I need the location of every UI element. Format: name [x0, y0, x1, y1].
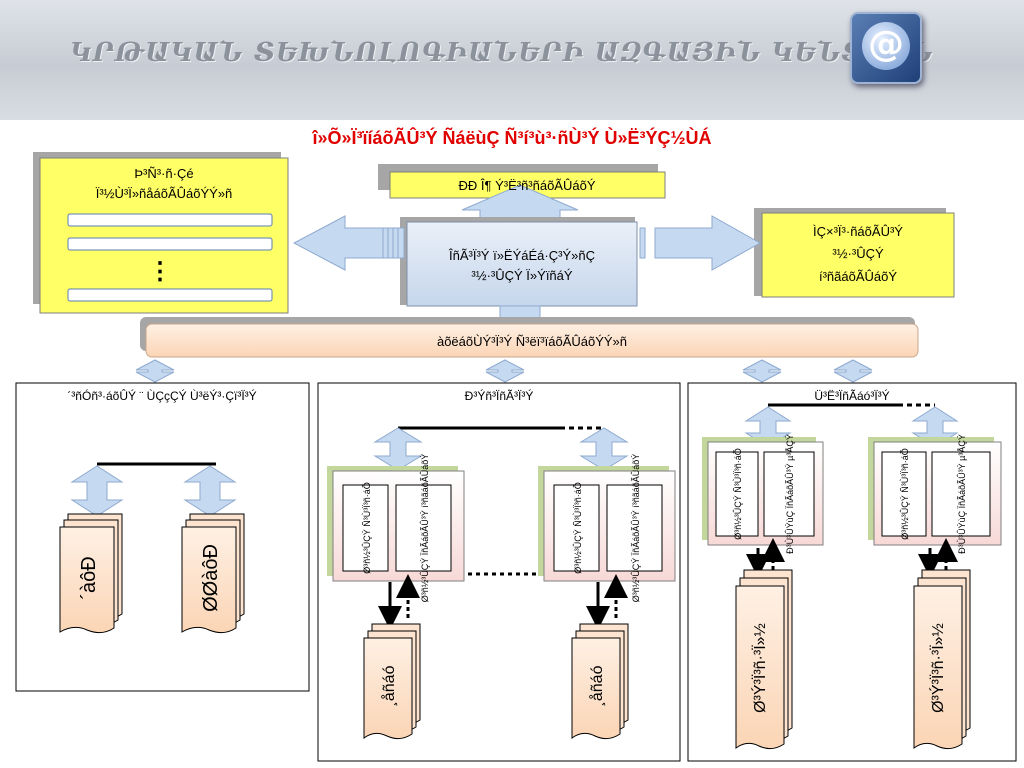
center-top-label: ÐÐ Î¶ Ý³Ë³ñ³ñáõÃÛáõÝ [458, 178, 595, 193]
doc-stack-bouh [59, 513, 123, 634]
double-arrow-middle [485, 359, 525, 383]
double-arrow-right-1 [742, 359, 782, 383]
page-title: î»Õ»Ï³ïíáõÃÛ³Ý ÑáëùÇ Ñ³í³ù³·ñÙ³Ý Ù»Ë³ÝÇ½… [312, 128, 712, 148]
right-doc-1-label: Ø³Ý³Ï³ñ·³Ï»½ [750, 623, 769, 713]
input-line-3 [67, 288, 273, 302]
left-doc-1-label: ´àôÐ [78, 556, 100, 599]
bar-label: àõëáõÙÝ³Ï³Ý Ñ³ëï³ïáõÃÛáõÝÝ»ñ [437, 334, 627, 349]
mid-group1-sub2 [395, 484, 452, 572]
right-g2-sub1-label: Ø³ñ½³ÛÇÝ Ñ³Ù³Ï³ñ·áÕ [900, 448, 910, 540]
right-arrow [654, 215, 762, 271]
right-group2-sub2 [931, 451, 991, 537]
right-group1-sub1 [715, 451, 759, 537]
center-box [406, 221, 638, 307]
mid-g1-sub2-label: Ø³ñ½³ÛÇÝ ÏñÃáõÃÛ³Ý í³ñãáõÃÛáõÝ [420, 454, 430, 603]
left-box-line1: Þ³Ñ³·ñ·Çé [134, 166, 193, 181]
doc-stack-right-1 [735, 569, 793, 750]
mid-g2-sub2-label: Ø³ñ½³ÛÇÝ ÏñÃáõÃÛ³Ý í³ñãáõÃÛáõÝ [631, 454, 641, 603]
right-group1-sub2 [763, 451, 815, 537]
left-doc-2-label: ØØàôÐ [200, 544, 222, 612]
right-group2-sub1 [881, 451, 927, 537]
mid-doc-2-label: ¸åñáó [588, 665, 606, 706]
banner-title: ԿՐԹԱԿԱՆ ՏԵԽՆՈԼՈԳԻԱՆԵՐԻ ԱԶԳԱՅԻՆ ԿԵՆՏՐՈՆ [70, 38, 934, 68]
center-box-line1: ÎñÃ³Ï³Ý ï»ËÝáÉá·Ç³Ý»ñÇ [448, 248, 595, 263]
mid-group1-sub1 [342, 484, 389, 572]
mid-group2-sub1 [553, 484, 600, 572]
mid-g2-sub1-label: Ø³ñ½³ÛÇÝ Ñ³Ù³Ï³ñ·áÕ [573, 482, 583, 574]
right-g2-sub2-label: Ð³Ù³ÛÝùÇ ÏñÃáõÃÛ³Ý µ³ÅÇÝ [957, 434, 967, 554]
right-box-line2: ³½·³ÛÇÝ [832, 246, 884, 261]
doc-stack-mmouh [181, 513, 245, 634]
double-arrow-right-2 [833, 359, 873, 383]
doc-stack-mid-1 [363, 623, 421, 740]
input-line-2 [67, 237, 273, 251]
left-box-dots: ⋮ [148, 258, 172, 285]
right-arrow-bar-1 [639, 227, 646, 259]
right-panel-title: Ü³Ë³ÏñÃáó³Ï³Ý [814, 388, 889, 403]
right-box-line3: í³ñãáõÃÛáõÝ [819, 269, 897, 284]
mid-doc-1-label: ¸åñáó [380, 665, 398, 706]
doc-stack-mid-2 [571, 623, 629, 740]
mid-g1-sub1-label: Ø³ñ½³ÛÇÝ Ñ³Ù³Ï³ñ·áÕ [362, 482, 372, 574]
input-line-1 [67, 213, 273, 227]
center-box-line2: ³½·³ÛÇÝ Ï»ÝïñáÝ [471, 268, 572, 283]
left-panel-title: ´³ñÓñ³·áõÛÝ ¨ ÙÇçÇÝ Ù³ëÝ³·Çï³Ï³Ý [67, 388, 256, 403]
mid-group2-sub2 [606, 484, 663, 572]
right-g1-sub2-label: Ð³Ù³ÛÝùÇ ÏñÃáõÃÛ³Ý µ³ÅÇÝ [785, 434, 795, 554]
right-doc-2-label: Ø³Ý³Ï³ñ·³Ï»½ [928, 623, 947, 713]
central-bar [145, 323, 919, 358]
at-sign-icon: @ [850, 12, 922, 84]
right-g1-sub1-label: Ø³ñ½³ÛÇÝ Ñ³Ù³Ï³ñ·áÕ [733, 448, 743, 540]
header-banner: ԿՐԹԱԿԱՆ ՏԵԽՆՈԼՈԳԻԱՆԵՐԻ ԱԶԳԱՅԻՆ ԿԵՆՏՐՈՆ @ [0, 0, 1024, 120]
right-yellow-box [761, 212, 955, 298]
left-yellow-box [39, 157, 289, 314]
double-arrow-left-b [135, 359, 175, 383]
left-arrow-bar-2 [382, 227, 389, 259]
doc-stack-right-2 [913, 569, 971, 750]
right-box-line1: ÌÇ×³Ï³·ñáõÃÛ³Ý [813, 224, 903, 239]
middle-panel-title: Ð³Ýñ³ÏñÃ³Ï³Ý [465, 388, 534, 403]
left-box-line2: Ï³½Ù³Ï»ñåáõÃÛáõÝÝ»ñ [96, 186, 233, 201]
left-arrow-bar-1 [392, 227, 399, 259]
